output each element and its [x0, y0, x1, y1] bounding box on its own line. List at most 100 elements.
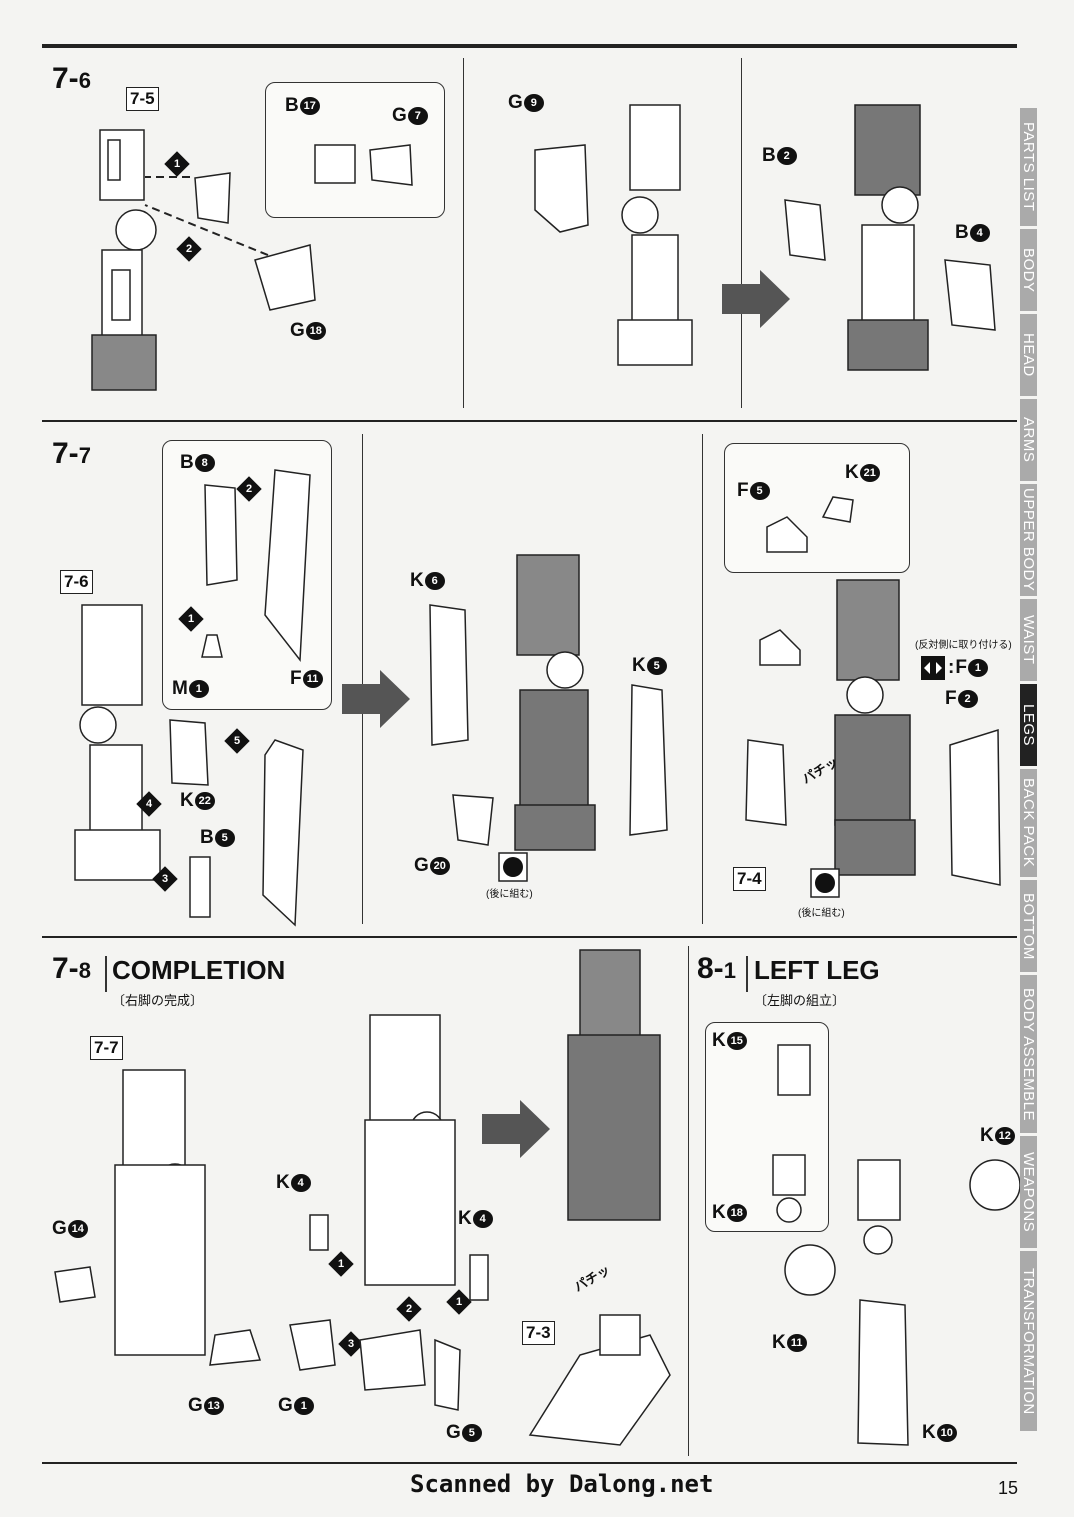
- swap-icon: [921, 656, 945, 680]
- transition-arrow: [342, 670, 410, 728]
- part-piece: [169, 719, 209, 786]
- tab-back-pack[interactable]: BACK PACK: [1020, 769, 1037, 877]
- assembly-arrows: [144, 176, 281, 261]
- part-piece: [784, 199, 826, 261]
- divider: [362, 434, 363, 924]
- divider: [702, 434, 703, 924]
- part-piece: [189, 856, 211, 918]
- part-piece: [262, 739, 304, 927]
- order-marker: 2: [396, 1296, 422, 1322]
- divider: [746, 956, 748, 992]
- tab-transformation[interactable]: TRANSFORMATION: [1020, 1251, 1037, 1431]
- leg-frame-illustration: [364, 1014, 456, 1286]
- tab-upper-body[interactable]: UPPER BODY: [1020, 484, 1037, 596]
- leg-frame-illustration: [617, 104, 693, 366]
- ref-box: 7-3: [522, 1321, 555, 1345]
- later-note: (後に組む): [486, 889, 533, 900]
- tab-weapons[interactable]: WEAPONS: [1020, 1136, 1037, 1248]
- later-note: (後に組む): [798, 908, 845, 919]
- part-piece: [949, 728, 1001, 886]
- part-piece: [857, 1299, 909, 1446]
- scan-credit: Scanned by Dalong.net: [410, 1470, 714, 1498]
- tab-bottom[interactable]: BOTTOM: [1020, 880, 1037, 972]
- part-piece: [821, 496, 854, 523]
- row-rule-2: [42, 936, 1017, 938]
- leg-frame-illustration: [74, 604, 161, 881]
- section-tabs: PARTS LIST BODY HEAD ARMS UPPER BODY WAI…: [1020, 108, 1064, 1434]
- part-piece: [254, 244, 316, 311]
- part-piece: [314, 144, 413, 186]
- part-piece: [629, 684, 668, 836]
- order-marker: 3: [152, 866, 178, 892]
- tab-legs[interactable]: LEGS: [1020, 684, 1037, 766]
- ref-box: 7-6: [60, 570, 93, 594]
- part-piece: [452, 794, 494, 846]
- part-piece: [777, 1044, 811, 1096]
- leg-frame-illustration: [114, 1069, 206, 1356]
- order-marker: 4: [136, 791, 162, 817]
- opposite-note: (反対側に取り付ける): [915, 640, 1012, 651]
- step-number: 7-6: [52, 62, 91, 95]
- step-number: 7-7: [52, 437, 91, 470]
- leg-frame-illustration: [834, 579, 916, 876]
- order-marker: 1: [178, 606, 204, 632]
- later-icon: [498, 852, 528, 882]
- step-number: 7-8: [52, 952, 91, 985]
- part-piece: [944, 259, 996, 331]
- tab-head[interactable]: HEAD: [1020, 314, 1037, 396]
- part-piece: [264, 469, 311, 663]
- step-number: 8-1: [697, 952, 736, 985]
- divider: [741, 58, 742, 408]
- part-piece: [209, 1329, 262, 1366]
- part-piece: [201, 634, 223, 658]
- base-illustration: [528, 1314, 671, 1446]
- detail-inset: [724, 443, 910, 573]
- leg-frame-illustration: [847, 104, 929, 371]
- part-piece: [745, 739, 787, 826]
- tab-waist[interactable]: WAIST: [1020, 599, 1037, 681]
- part-piece: [204, 484, 238, 586]
- snap-note: パチッ: [571, 1262, 613, 1295]
- tab-body-assemble[interactable]: BODY ASSEMBLE: [1020, 975, 1037, 1133]
- part-piece: [784, 1244, 836, 1296]
- ref-box: 7-4: [733, 867, 766, 891]
- divider: [463, 58, 464, 408]
- page-number: 15: [998, 1478, 1019, 1498]
- part-piece: [194, 172, 231, 224]
- part-piece: [534, 144, 589, 233]
- ref-box: 7-5: [126, 87, 159, 111]
- tab-parts-list[interactable]: PARTS LIST: [1020, 108, 1037, 226]
- order-marker: 1: [328, 1251, 354, 1277]
- tab-body[interactable]: BODY: [1020, 229, 1037, 311]
- part-piece: [289, 1319, 336, 1371]
- tab-arms[interactable]: ARMS: [1020, 399, 1037, 481]
- order-marker: 5: [224, 728, 250, 754]
- part-piece: [766, 516, 808, 553]
- step-title: COMPLETION: [112, 955, 286, 985]
